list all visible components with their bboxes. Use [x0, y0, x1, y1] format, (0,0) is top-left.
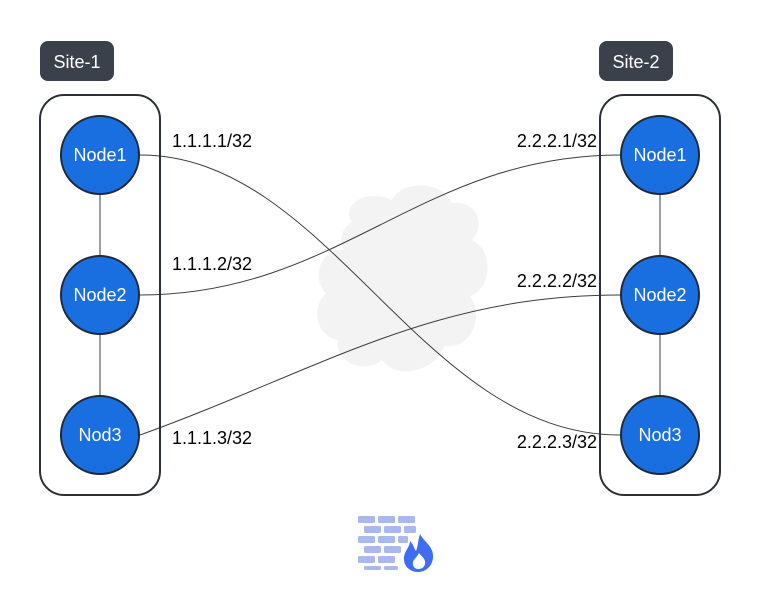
site-1-node-3[interactable]: Nod3	[60, 395, 140, 475]
site-1-container	[39, 94, 161, 496]
site-1-ip-2: 1.1.1.2/32	[172, 254, 252, 274]
node-label: Node1	[73, 145, 126, 165]
site-1-node-1[interactable]: Node1	[60, 115, 140, 195]
site-2-tag	[599, 41, 673, 81]
site-2-ip-3: 2.2.2.3/32	[517, 432, 597, 452]
site-1-group: Site-1 Node1 Node2 Nod3 1.1.1.1/32 1.1.1…	[39, 41, 252, 496]
site-1-ip-3: 1.1.1.3/32	[172, 428, 252, 448]
site-1-label: Site-1	[53, 52, 100, 72]
node-label: Node1	[633, 145, 686, 165]
site-2-node-1[interactable]: Node1	[620, 115, 700, 195]
link-site1-nod3-to-site2-node2[interactable]	[139, 294, 621, 436]
link-site1-node1-to-site2-nod3[interactable]	[139, 154, 621, 436]
cloud-icon	[317, 185, 488, 372]
node-label: Node2	[633, 285, 686, 305]
node-label: Nod3	[78, 425, 121, 445]
node-label: Nod3	[638, 425, 681, 445]
site-2-group: Site-2 Node1 Node2 Nod3 2.2.2.1/32 2.2.2…	[517, 41, 721, 496]
site-2-node-2[interactable]: Node2	[620, 255, 700, 335]
site-1-node-2[interactable]: Node2	[60, 255, 140, 335]
site-1-ip-1: 1.1.1.1/32	[172, 131, 252, 151]
link-site1-node2-to-site2-node1[interactable]	[139, 154, 621, 296]
site-2-container	[599, 94, 721, 496]
firewall-icon	[358, 516, 434, 572]
site-2-ip-2: 2.2.2.2/32	[517, 271, 597, 291]
node-label: Node2	[73, 285, 126, 305]
site-2-node-3[interactable]: Nod3	[620, 395, 700, 475]
site-1-tag	[40, 41, 114, 81]
site-2-ip-1: 2.2.2.1/32	[517, 131, 597, 151]
links	[139, 154, 621, 436]
site-2-label: Site-2	[612, 52, 659, 72]
